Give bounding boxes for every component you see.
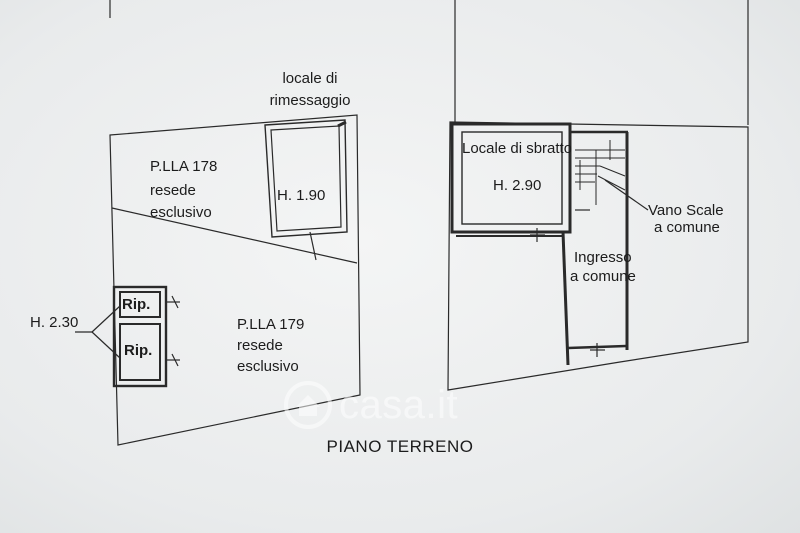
door-mark bbox=[171, 353, 179, 367]
parcel-divider bbox=[111, 207, 358, 264]
plla178-label: P.LLA 178 bbox=[150, 158, 218, 175]
door-mark bbox=[171, 295, 179, 309]
rip-bottom-label: Rip. bbox=[124, 342, 153, 359]
leader-line bbox=[604, 179, 649, 211]
door-symbol bbox=[530, 209, 605, 357]
leader-line bbox=[91, 331, 121, 359]
rip-top-room bbox=[119, 291, 161, 318]
vano-scale-label: Vano Scale bbox=[648, 202, 724, 219]
rimessaggio-label-line1: locale di bbox=[282, 70, 338, 87]
rimessaggio-corner bbox=[337, 120, 347, 128]
plla179-resede: resede bbox=[237, 337, 283, 354]
rimessaggio-height: H. 1.90 bbox=[277, 187, 326, 204]
plla178-esclusivo: esclusivo bbox=[150, 204, 212, 221]
plan-title: PIANO TERRENO bbox=[326, 437, 474, 456]
watermark-text: casa.it bbox=[339, 382, 459, 427]
rip-top-label: Rip. bbox=[122, 296, 151, 313]
rimessaggio-access-line bbox=[309, 231, 317, 261]
plla178-resede: resede bbox=[150, 182, 196, 199]
leader-line bbox=[91, 305, 121, 333]
rip-bottom-room bbox=[119, 323, 161, 381]
plla179-label: P.LLA 179 bbox=[237, 316, 305, 333]
parcel-outline bbox=[109, 114, 361, 446]
casa-watermark: casa.it bbox=[283, 380, 458, 430]
rimessaggio-label-line2: rimessaggio bbox=[269, 92, 351, 109]
rip-height: H. 2.30 bbox=[30, 314, 79, 331]
stairs bbox=[575, 140, 626, 205]
sbratto-height: H. 2.90 bbox=[493, 177, 542, 194]
building-outline bbox=[447, 121, 749, 391]
ingresso-comune: a comune bbox=[570, 268, 636, 285]
plla179-esclusivo: esclusivo bbox=[237, 358, 299, 375]
house-icon bbox=[284, 381, 332, 429]
ingresso-wall-left bbox=[561, 231, 570, 366]
rimessaggio-wall-outer bbox=[264, 119, 348, 238]
sbratto-inner bbox=[461, 131, 563, 225]
sbratto-wall bbox=[450, 122, 572, 234]
rimessaggio-wall-inner bbox=[270, 125, 342, 232]
ingresso-label: Ingresso bbox=[574, 249, 632, 266]
sbratto-label: Locale di sbratto bbox=[462, 140, 573, 157]
vano-scale-comune: a comune bbox=[654, 219, 720, 236]
rip-outer-wall bbox=[112, 285, 168, 388]
